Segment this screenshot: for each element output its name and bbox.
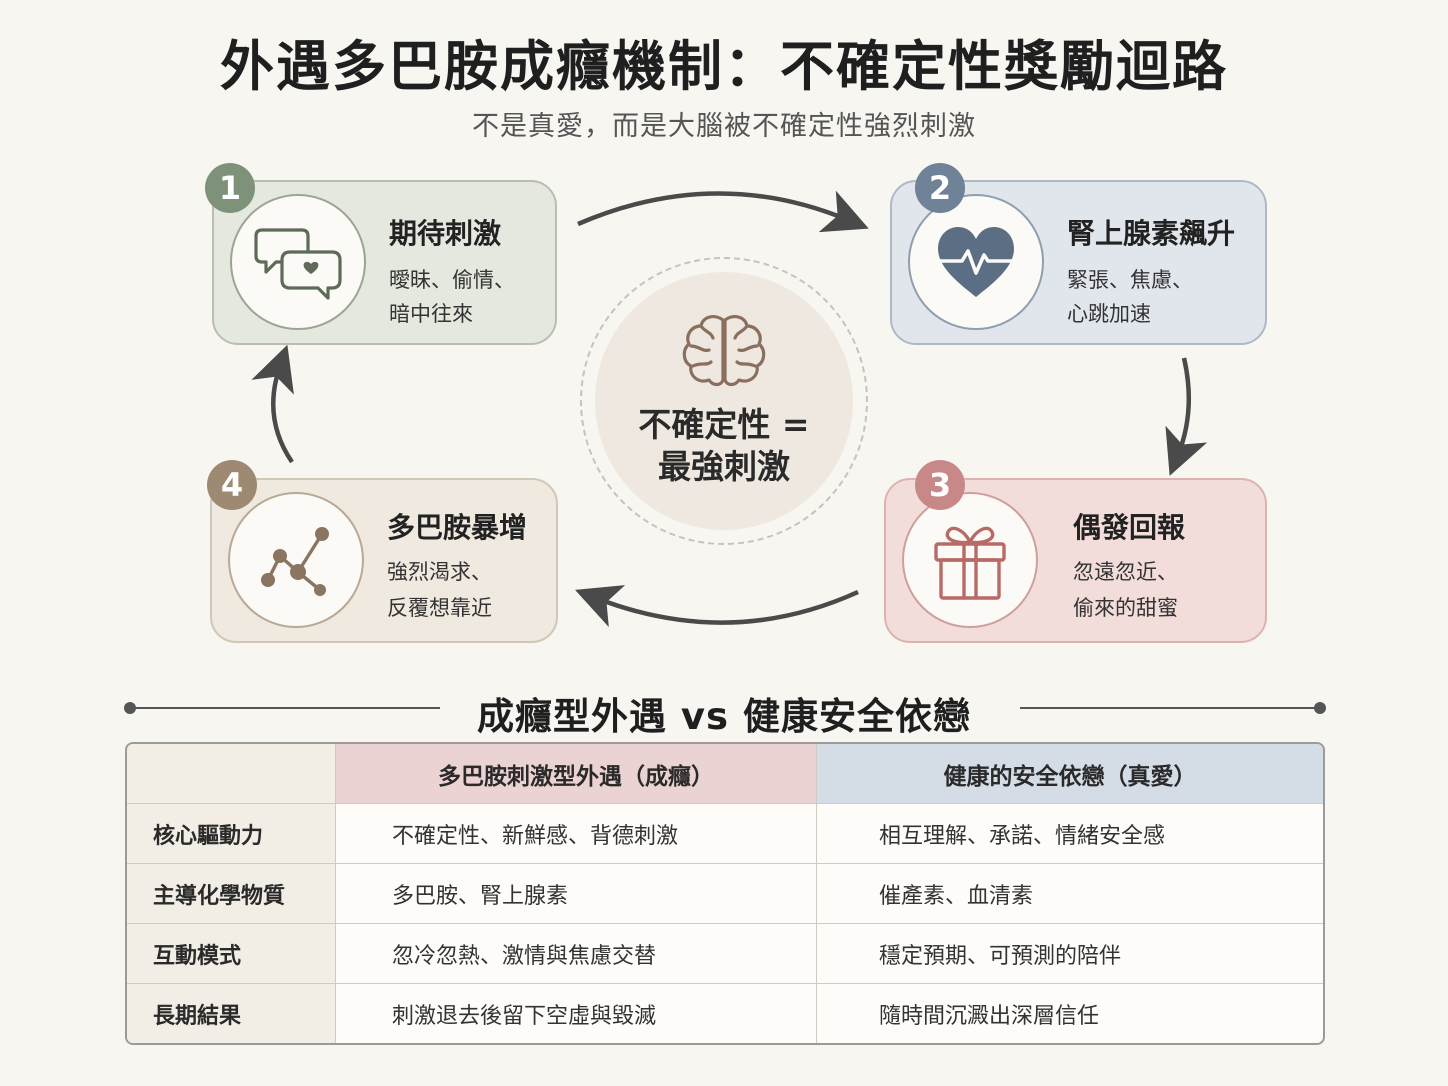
- arrow-2-to-3: [1165, 357, 1208, 476]
- step-3-line-1: 忽遠忽近、: [1073, 560, 1178, 584]
- heart-pulse-icon: [938, 227, 1014, 297]
- row-label: 互動模式: [127, 924, 336, 984]
- column-header-secure: 健康的安全依戀（真愛）: [817, 744, 1323, 804]
- arrow-3-to-4: [575, 585, 859, 628]
- gift-icon: [934, 526, 1006, 600]
- cell-secure: 隨時間沉澱出深層信任: [879, 1003, 1100, 1029]
- step-card-1: 期待刺激 曖昧、偷情、 暗中往來: [212, 180, 557, 345]
- page-subtitle: 不是真愛，而是大腦被不確定性強烈刺激: [472, 111, 976, 142]
- cell-addiction: 刺激退去後留下空虛與毀滅: [336, 984, 817, 1043]
- table-corner: [127, 744, 336, 804]
- section-divider-left: [130, 707, 440, 709]
- step-1-badge: 1: [205, 163, 255, 213]
- row-label: 主導化學物質: [127, 864, 336, 924]
- step-4-line-2: 反覆想靠近: [387, 596, 492, 620]
- center-dashed-ring: [580, 257, 868, 545]
- column-header-addiction: 多巴胺刺激型外遇（成癮）: [336, 744, 817, 804]
- table-header-row: 多巴胺刺激型外遇（成癮） 健康的安全依戀（真愛）: [127, 744, 1323, 804]
- comparison-title: 成癮型外遇 vs 健康安全依戀: [477, 695, 971, 738]
- step-3-title: 偶發回報: [1073, 511, 1186, 544]
- row-label: 核心驅動力: [127, 804, 336, 864]
- step-1-title: 期待刺激: [389, 217, 502, 250]
- step-3-line-2: 偷來的甜蜜: [1073, 596, 1178, 620]
- row-label: 長期結果: [127, 984, 336, 1043]
- table-row: 核心驅動力 不確定性、新鮮感、背德刺激 相互理解、承諾、情緒安全感: [127, 804, 1323, 864]
- cell-addiction: 不確定性、新鮮感、背德刺激: [336, 804, 817, 864]
- center-circle: 不確定性 = 最強刺激: [595, 272, 853, 530]
- cell-secure: 相互理解、承諾、情緒安全感: [817, 804, 1323, 864]
- cell-addiction: 忽冷忽熱、激情與焦慮交替: [336, 924, 817, 984]
- section-divider-dot-right: [1314, 702, 1326, 714]
- step-2-badge: 2: [915, 163, 965, 213]
- comparison-table: 多巴胺刺激型外遇（成癮） 健康的安全依戀（真愛） 核心驅動力 不確定性、新鮮感、…: [125, 742, 1325, 1045]
- step-3-badge: 3: [915, 460, 965, 510]
- section-divider-right: [1020, 707, 1320, 709]
- step-2-line-2: 心跳加速: [1067, 302, 1151, 326]
- page-title: 外遇多巴胺成癮機制：不確定性獎勵迴路: [220, 35, 1228, 98]
- step-1-line-1: 曖昧、偷情、: [389, 268, 515, 292]
- center-line-2: 最強刺激: [658, 447, 790, 486]
- arrow-4-to-1: [251, 344, 294, 464]
- chat-bubbles-icon: [254, 228, 342, 300]
- arrow-1-to-2: [577, 190, 869, 233]
- table-row: 長期結果 刺激退去後留下空虛與毀滅 隨時間沉澱出深層信任: [127, 984, 1323, 1043]
- step-4-title: 多巴胺暴增: [387, 511, 528, 544]
- step-4-line-1: 強烈渴求、: [387, 560, 492, 584]
- step-4-badge: 4: [207, 460, 257, 510]
- cell-secure: 穩定預期、可預測的陪伴: [817, 924, 1323, 984]
- brain-icon: [682, 315, 766, 387]
- table-row: 主導化學物質 多巴胺、腎上腺素 催產素、血清素: [127, 864, 1323, 924]
- step-card-4: 多巴胺暴增 強烈渴求、 反覆想靠近: [210, 478, 558, 643]
- cell-addiction: 多巴胺、腎上腺素: [336, 864, 817, 924]
- table-row: 互動模式 忽冷忽熱、激情與焦慮交替 穩定預期、可預測的陪伴: [127, 924, 1323, 984]
- step-2-title: 腎上腺素飆升: [1067, 217, 1236, 250]
- molecule-icon: [261, 527, 329, 596]
- step-2-line-1: 緊張、焦慮、: [1067, 268, 1193, 292]
- step-card-3: 偶發回報 忽遠忽近、 偷來的甜蜜: [884, 478, 1267, 643]
- center-line-1: 不確定性 =: [638, 405, 810, 444]
- cell-secure: 催產素、血清素: [817, 864, 1323, 924]
- step-1-line-2: 暗中往來: [389, 302, 473, 326]
